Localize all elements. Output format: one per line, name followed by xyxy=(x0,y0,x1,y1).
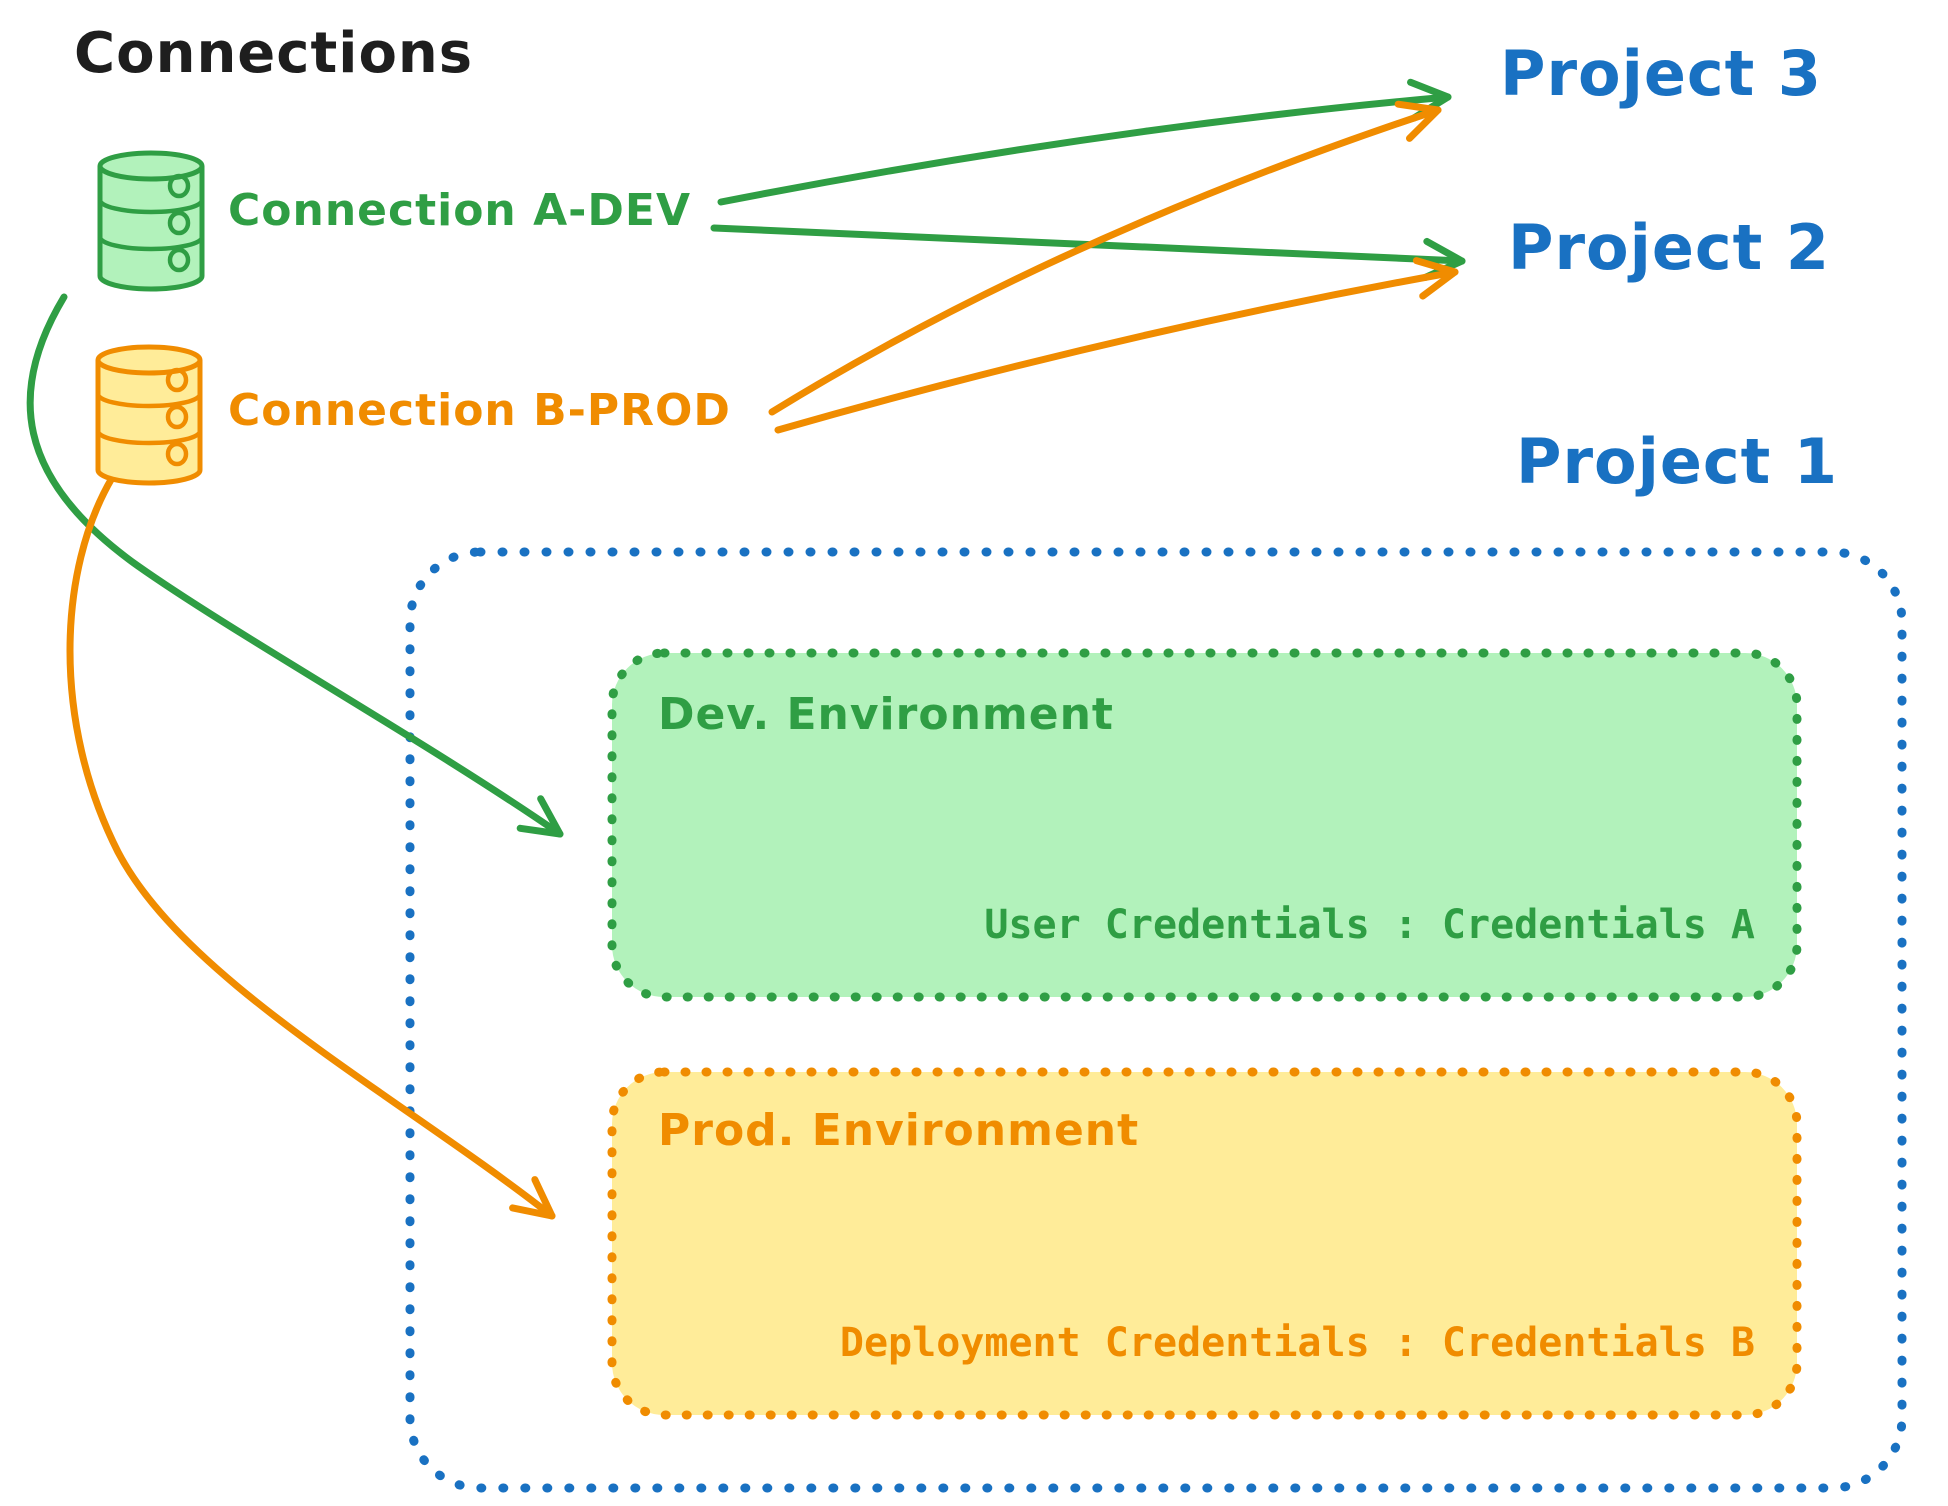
cylinder-separator xyxy=(97,236,205,252)
project-3-label: Project 3 xyxy=(1500,37,1823,110)
diagram-title: Connections xyxy=(74,21,474,86)
arrow-a-dev-to-dev-environment xyxy=(26,293,564,838)
cylinder-led xyxy=(167,173,191,199)
cylinder-separator xyxy=(95,393,203,409)
database-icon xyxy=(97,150,205,292)
cylinder-led xyxy=(165,367,189,393)
database-icon-prod xyxy=(93,344,205,490)
project-1-box xyxy=(405,547,1907,1493)
cylinder-led xyxy=(165,441,189,467)
dev-environment-title: Dev. Environment xyxy=(658,689,1114,740)
prod-environment-title: Prod. Environment xyxy=(658,1105,1140,1156)
project-1-label: Project 1 xyxy=(1516,425,1839,498)
prod-environment-box xyxy=(607,1067,1802,1420)
cylinder-top xyxy=(97,150,205,182)
arrow-b-prod-to-project-2 xyxy=(774,257,1459,434)
cylinder-separator xyxy=(97,199,205,215)
dev-environment-box xyxy=(607,648,1802,1002)
project-2-label: Project 2 xyxy=(1508,211,1831,284)
dev-environment-credentials: User Credentials : Credentials A xyxy=(984,902,1755,948)
connection-a-dev-label: Connection A-DEV xyxy=(228,185,692,236)
arrow-b-prod-to-project-3 xyxy=(768,100,1442,416)
arrow-a-dev-to-project-3 xyxy=(717,78,1452,206)
connection-b-prod-label: Connection B-PROD xyxy=(228,385,731,436)
arrow-b-prod-to-prod-environment xyxy=(66,474,556,1220)
cylinder-led xyxy=(165,404,189,430)
database-icon xyxy=(95,344,203,486)
database-icon-dev xyxy=(95,150,207,296)
cylinder-top xyxy=(95,344,203,376)
cylinder-led xyxy=(167,210,191,236)
cylinder-separator xyxy=(95,430,203,446)
prod-environment-credentials: Deployment Credentials : Credentials B xyxy=(839,1320,1755,1366)
cylinder-led xyxy=(167,247,191,273)
